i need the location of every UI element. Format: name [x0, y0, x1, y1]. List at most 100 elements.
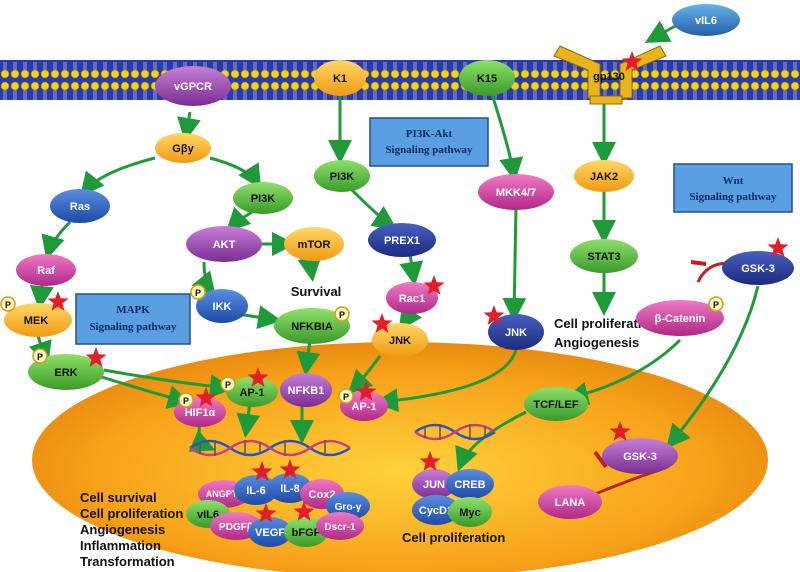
svg-text:JUN: JUN — [423, 479, 445, 491]
star-marker-12 — [419, 451, 441, 471]
pi3k-mid-node: PI3K — [314, 160, 370, 192]
akt-label: AKT — [213, 239, 236, 251]
svg-text:IL-8: IL-8 — [280, 483, 300, 495]
beta-catenin-node: β-Catenin — [636, 300, 724, 336]
nfkbia-node: NFKBIA — [274, 308, 350, 344]
mek-label: MEK — [24, 315, 49, 327]
pi3k-left-label: PI3K — [251, 193, 276, 205]
star-marker-13 — [251, 461, 273, 481]
k1-label: K1 — [333, 73, 347, 85]
nucleus-outcomes-left: Cell survival Cell proliferation Angioge… — [80, 490, 183, 569]
svg-text:ANGPT2: ANGPT2 — [206, 489, 243, 499]
star-marker-2 — [47, 291, 69, 311]
tcf-lef-label: TCF/LEF — [533, 399, 578, 411]
k15-label: K15 — [477, 73, 497, 85]
svg-text:P: P — [225, 380, 231, 390]
inhibition-bar-1 — [690, 260, 707, 266]
jnk-mid-label: JNK — [389, 335, 411, 347]
star-markers — [47, 51, 789, 523]
star-marker-6 — [483, 305, 505, 325]
mek-node: MEK — [4, 303, 72, 337]
gene-dscr1: Dscr-1 — [316, 512, 364, 540]
svg-text:Transformation: Transformation — [80, 554, 175, 569]
k1-node: K1 — [314, 60, 366, 96]
star-marker-1 — [621, 51, 643, 71]
nfkb1-node: NFKB1 — [280, 373, 332, 407]
beta-catenin-label: β-Catenin — [655, 313, 706, 325]
svg-text:CycD1: CycD1 — [419, 505, 453, 517]
stat3-label: STAT3 — [587, 251, 620, 263]
gene-creb: CREB — [446, 469, 494, 499]
svg-text:P: P — [195, 288, 201, 298]
nfkb1-label: NFKB1 — [288, 385, 325, 397]
lana-label: LANA — [555, 497, 586, 509]
star-marker-14 — [279, 459, 301, 479]
pi3k-akt-box-title: PI3K-Akt — [406, 128, 453, 140]
svg-text:P: P — [713, 300, 719, 310]
erk-label: ERK — [54, 367, 77, 379]
gsk3-nuc-node: GSK-3 — [602, 438, 678, 474]
ras-label: Ras — [70, 201, 90, 213]
mapk-box-subtitle: Signaling pathway — [89, 321, 177, 333]
phospho-ap1-left: P — [220, 376, 236, 392]
star-marker-5 — [371, 313, 393, 333]
phospho-mek: P — [0, 296, 16, 312]
mtor-node: mTOR — [284, 227, 344, 261]
svg-text:P: P — [37, 352, 43, 362]
gene-il6: IL-6 — [234, 475, 278, 505]
svg-text:vIL6: vIL6 — [197, 509, 219, 521]
svg-text:Dscr-1: Dscr-1 — [324, 522, 356, 533]
pi3k-akt-box-subtitle: Signaling pathway — [385, 144, 473, 156]
tcf-lef-node: TCF/LEF — [524, 387, 588, 421]
star-marker-11 — [609, 421, 631, 441]
raf-label: Raf — [37, 265, 55, 277]
ikk-node: IKK — [196, 289, 248, 323]
ap1-left-node: AP-1 — [226, 377, 278, 407]
gene-myc: Myc — [448, 497, 492, 527]
rac1-label: Rac1 — [399, 293, 425, 305]
wnt-box-title: Wnt — [723, 175, 744, 187]
star-marker-16 — [293, 501, 315, 521]
gsk3-top-node: GSK-3 — [722, 251, 794, 285]
ap1-left-label: AP-1 — [239, 387, 264, 399]
gp130-label: gp130 — [593, 71, 625, 83]
erk-node: ERK — [28, 354, 104, 390]
svg-text:Cell survival: Cell survival — [80, 490, 157, 505]
dna-right — [414, 423, 496, 441]
star-marker-15 — [255, 503, 277, 523]
jak2-label: JAK2 — [590, 171, 618, 183]
akt-node: AKT — [186, 226, 262, 262]
phospho-ikk: P — [190, 284, 206, 300]
raf-node: Raf — [16, 254, 76, 286]
star-marker-9 — [355, 381, 377, 401]
lipid-bilayer — [0, 60, 800, 100]
gsk3-nuc-label: GSK-3 — [623, 451, 657, 463]
vil6-label: vIL6 — [695, 15, 717, 27]
phospho-markers: P P P P P P P P — [0, 284, 724, 408]
dna-left — [189, 439, 351, 457]
svg-text:Cell proliferation: Cell proliferation — [80, 506, 183, 521]
star-marker-10 — [767, 237, 789, 257]
gsk3-top-label: GSK-3 — [741, 263, 775, 275]
jak2-node: JAK2 — [574, 160, 634, 192]
prex1-label: PREX1 — [384, 235, 420, 247]
mapk-box-title: MAPK — [116, 304, 150, 316]
ap1-right-label: AP-1 — [351, 401, 376, 413]
svg-text:Angiogenesis: Angiogenesis — [80, 522, 165, 537]
svg-text:P: P — [339, 310, 345, 320]
inhibition-bar-2 — [593, 450, 608, 469]
pi3k-left-node: PI3K — [233, 182, 293, 214]
phospho-nfkbia: P — [334, 306, 350, 322]
svg-text:P: P — [183, 396, 189, 406]
svg-text:bFGF: bFGF — [292, 527, 321, 539]
star-marker-4 — [423, 275, 445, 295]
wnt-pathway-box: Wnt Signaling pathway — [673, 163, 793, 213]
svg-text:PDGFβ: PDGFβ — [219, 522, 253, 533]
svg-text:VEGF: VEGF — [255, 527, 285, 539]
vgpcr-node: vGPCR — [155, 66, 231, 106]
ras-node: Ras — [50, 189, 110, 223]
svg-text:CREB: CREB — [454, 479, 485, 491]
star-marker-3 — [85, 347, 107, 367]
pi3k-akt-pathway-box: PI3K-Akt Signaling pathway — [369, 117, 489, 167]
